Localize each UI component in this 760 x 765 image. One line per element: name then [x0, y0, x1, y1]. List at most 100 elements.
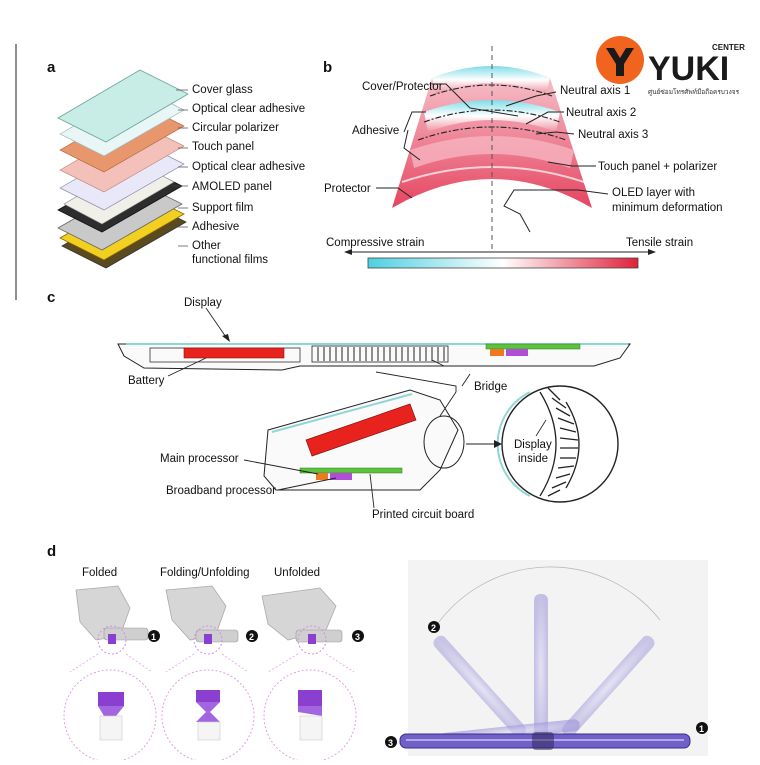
panel-b-letter: b: [323, 59, 332, 76]
display-folded: [271, 393, 413, 433]
phone-hinge: [532, 732, 554, 750]
label-display-inside-1: Display: [514, 439, 552, 451]
label-tensile-strain: Tensile strain: [626, 237, 693, 249]
yuki-logo: YUKI CENTER ศูนย์ซ่อมโทรศัพท์มือถือครบวง…: [596, 36, 745, 96]
strain-arrow-left: [344, 249, 352, 255]
panel-b-leaders: [376, 83, 609, 233]
folded-phone: [263, 389, 465, 491]
label-pcb: Printed circuit board: [372, 509, 474, 521]
badge-1-right: [696, 722, 708, 734]
swing-arc: [435, 566, 661, 627]
label-neutral-axis-3: Neutral axis 3: [578, 129, 648, 141]
pcb-folded: [299, 467, 403, 474]
label-protector: Protector: [324, 183, 371, 195]
strain-arrow-right: [648, 249, 656, 255]
badge-3-right: [385, 736, 397, 748]
pcb-flat: [485, 343, 581, 350]
label-cover-glass: Cover glass: [192, 84, 253, 96]
layer-stack: [57, 69, 189, 269]
strain-axis: Compressive strain Tensile strain: [326, 237, 693, 269]
unfolded-phone: [117, 343, 631, 371]
label-oca-1: Optical clear adhesive: [192, 103, 305, 115]
hinge-magnifier: Display inside: [466, 385, 619, 503]
phone-body-folded: [263, 389, 459, 491]
label-display-inside-2: inside: [518, 453, 548, 465]
label-circular-polarizer: Circular polarizer: [192, 122, 279, 134]
label-main-processor: Main processor: [160, 453, 239, 465]
label-adhesive-b: Adhesive: [352, 125, 399, 137]
hinge-mech-folded: 1: [75, 585, 160, 655]
panel-a-leaders: [172, 89, 188, 247]
hinge-mech-folding: 2: [165, 585, 258, 655]
panel-a-letter: a: [47, 59, 56, 76]
badge-1-right-text: 1: [699, 724, 704, 734]
badge-3-left-text: 3: [355, 632, 360, 642]
label-touch-polarizer: Touch panel + polarizer: [598, 161, 717, 173]
label-oled-2: minimum deformation: [612, 202, 723, 214]
label-oled-1: OLED layer with: [612, 187, 695, 199]
label-adhesive: Adhesive: [192, 221, 239, 233]
panel-d-letter: d: [47, 543, 56, 560]
panel-c-leaders: [167, 307, 471, 509]
main-proc-folded: [316, 473, 328, 480]
badge-1-left: [148, 630, 160, 642]
hinge-bridge-flat: [311, 345, 449, 363]
panel-c-letter: c: [47, 289, 55, 306]
hinge-frame: [311, 345, 449, 363]
label-cover-protector: Cover/Protector: [362, 81, 443, 93]
cover-layer: [432, 66, 550, 94]
badge-2-left: [246, 630, 258, 642]
label-neutral-axis-1: Neutral axis 1: [560, 85, 630, 97]
logo-center: CENTER: [712, 43, 745, 52]
strain-colorbar: [367, 257, 639, 269]
badge-3-right-text: 3: [388, 738, 393, 748]
badge-2-right: [428, 621, 440, 633]
housing-step: [431, 359, 445, 367]
logo-brand: YUKI: [648, 50, 729, 88]
label-amoled-panel: AMOLED panel: [192, 181, 272, 193]
hinge-links: [539, 387, 580, 497]
touch-layer: [410, 136, 574, 168]
phone-left-tilt: [433, 635, 526, 737]
hinge-mech-unfolded: 3: [261, 587, 364, 655]
panel-a: a Cover glass Optical clear a: [47, 59, 305, 269]
label-compressive-strain: Compressive strain: [326, 237, 424, 249]
label-broadband-processor: Broadband processor: [166, 485, 276, 497]
label-support-film: Support film: [192, 202, 253, 214]
badge-2-right-text: 2: [431, 623, 436, 633]
display-inside-leader: [535, 419, 547, 437]
main-proc-flat: [490, 349, 504, 356]
broadband-flat: [506, 349, 528, 356]
layer-cover-glass: [57, 69, 189, 143]
label-functional-films: functional films: [192, 254, 268, 266]
panel-d: d Folded Folding/Unfolding Unfolded 1 2: [47, 543, 708, 763]
badge-3-left: [352, 630, 364, 642]
logo-tagline: ศูนย์ซ่อมโทรศัพท์มือถือครบวงจร: [648, 88, 740, 96]
battery-folded: [305, 403, 417, 457]
label-folded: Folded: [82, 567, 117, 579]
display-arrowhead: [222, 334, 230, 342]
label-folding-unfolding: Folding/Unfolding: [160, 567, 250, 579]
panel-c: c: [47, 289, 631, 521]
label-display: Display: [184, 297, 222, 309]
folding-phone-photo: 2 3 1: [385, 566, 708, 750]
zoom-cones: [69, 653, 355, 673]
panel-b: b Cover/Protector Adhe: [323, 46, 723, 269]
logo-y-mark: [606, 48, 634, 76]
label-other: Other: [192, 240, 221, 252]
badge-1-left-text: 1: [151, 632, 156, 642]
hinge-circle: [423, 415, 465, 469]
zoom-circle-folded: [63, 669, 157, 763]
badge-2-left-text: 2: [249, 632, 254, 642]
zoom-circle-unfolded: [263, 669, 357, 763]
bent-layers: [392, 46, 592, 250]
label-battery: Battery: [128, 375, 165, 387]
label-unfolded: Unfolded: [274, 567, 320, 579]
label-oca-2: Optical clear adhesive: [192, 161, 305, 173]
adhesive-layer: [424, 100, 560, 132]
broadband-folded: [330, 473, 352, 480]
phone-vertical: [534, 594, 548, 744]
zoom-circle-folding: [161, 669, 255, 763]
